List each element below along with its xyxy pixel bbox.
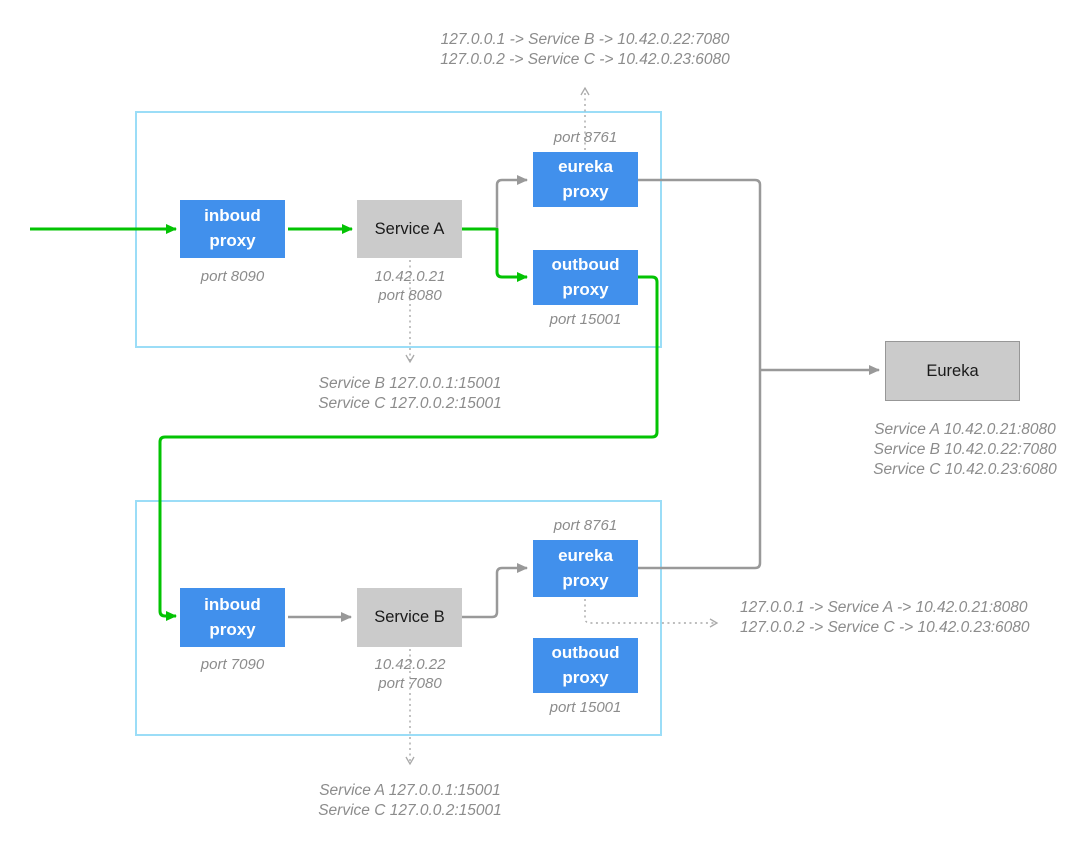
node-label: Service A	[374, 219, 445, 238]
host-b-container	[135, 500, 662, 736]
route-line: 127.0.0.2 -> Service C -> 10.42.0.23:608…	[440, 51, 730, 68]
service-port-label: port 7080	[378, 675, 442, 692]
host-b-outbound-proxy-node: outboud proxy	[533, 638, 638, 693]
route-line: 127.0.0.1 -> Service B -> 10.42.0.22:708…	[440, 31, 730, 48]
mapping-line: Service C 127.0.0.2:15001	[318, 395, 502, 412]
node-label: Eureka	[926, 361, 979, 380]
host-a-outbound-proxy-node: outboud proxy	[533, 250, 638, 305]
host-a-service-address-label: 10.42.0.21 port 8080	[345, 267, 475, 305]
service-ip-label: 10.42.0.21	[374, 268, 446, 285]
host-b-local-mappings-annotation: Service A 127.0.0.1:15001 Service C 127.…	[300, 781, 520, 821]
service-ip-label: 10.42.0.22	[374, 656, 446, 673]
registry-line: Service A 10.42.0.21:8080	[874, 421, 1056, 438]
node-label: outboud proxy	[551, 642, 620, 687]
service-b-to-eureka-proxy-arrow	[462, 563, 528, 619]
service-port-label: port 8080	[378, 287, 442, 304]
outbound-a-to-inbound-b-arrow	[158, 275, 659, 621]
host-a-outbound-proxy-port-label: port 15001	[549, 311, 622, 328]
node-label: inboud proxy	[204, 206, 261, 250]
host-a-inbound-port-label: port 8090	[200, 268, 265, 285]
route-line: 127.0.0.1 -> Service A -> 10.42.0.21:808…	[740, 599, 1028, 616]
host-b-eureka-proxy-port-label: port 8761	[553, 517, 618, 534]
host-b-inbound-proxy-node: inboud proxy	[180, 588, 285, 647]
host-b-inbound-port-label: port 7090	[200, 656, 265, 673]
eureka-registry-annotation: Service A 10.42.0.21:8080 Service B 10.4…	[850, 420, 1080, 480]
host-b-outbound-proxy-port-label: port 15001	[549, 699, 622, 716]
host-a-inbound-proxy-node: inboud proxy	[180, 200, 285, 258]
eureka-proxy-a-to-trunk-line	[637, 178, 762, 370]
eureka-proxy-b-to-trunk-line	[637, 370, 762, 570]
registry-line: Service C 10.42.0.23:6080	[873, 461, 1057, 478]
host-a-eureka-proxy-port-label: port 8761	[553, 129, 618, 146]
node-label: outboud proxy	[551, 254, 620, 299]
host-a-outbound-routes-annotation: 127.0.0.1 -> Service B -> 10.42.0.22:708…	[420, 30, 750, 70]
host-b-service-node: Service B	[357, 588, 462, 647]
mapping-line: Service B 127.0.0.1:15001	[318, 375, 502, 392]
mapping-line: Service A 127.0.0.1:15001	[319, 782, 501, 799]
eureka-server-node: Eureka	[885, 341, 1020, 401]
host-b-outbound-routes-annotation: 127.0.0.1 -> Service A -> 10.42.0.21:808…	[740, 598, 1060, 638]
host-a-service-node: Service A	[357, 200, 462, 258]
eureka-proxy-b-routes-pointer	[584, 599, 719, 628]
route-line: 127.0.0.2 -> Service C -> 10.42.0.23:608…	[740, 619, 1030, 636]
registry-line: Service B 10.42.0.22:7080	[873, 441, 1057, 458]
node-label: inboud proxy	[204, 594, 261, 639]
node-label: eureka proxy	[558, 156, 613, 201]
host-a-local-mappings-annotation: Service B 127.0.0.1:15001 Service C 127.…	[300, 374, 520, 414]
mapping-line: Service C 127.0.0.2:15001	[318, 802, 502, 819]
host-b-service-address-label: 10.42.0.22 port 7080	[345, 655, 475, 693]
node-label: Service B	[374, 608, 445, 626]
service-a-to-outbound-proxy-arrow	[462, 227, 528, 282]
host-b-eureka-proxy-node: eureka proxy	[533, 540, 638, 597]
host-a-eureka-proxy-node: eureka proxy	[533, 152, 638, 207]
node-label: eureka proxy	[558, 545, 613, 590]
service-a-to-eureka-proxy-arrow	[495, 175, 528, 228]
